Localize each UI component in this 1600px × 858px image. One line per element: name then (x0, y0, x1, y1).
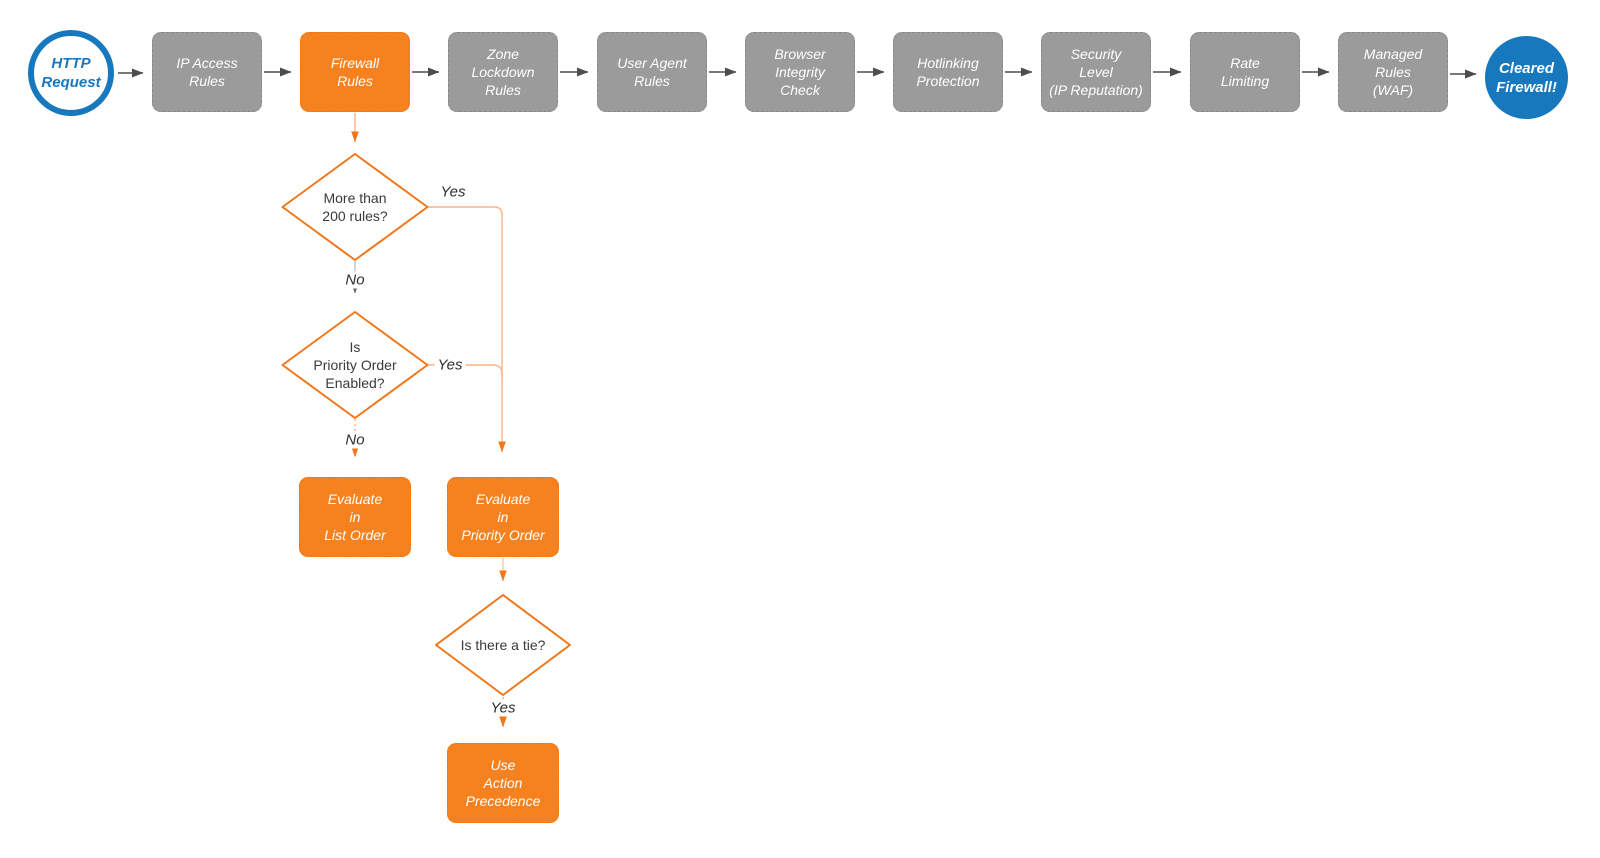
edge-label-decision2-no: No (342, 431, 368, 449)
node-cleared-firewall: Cleared Firewall! (1485, 36, 1568, 119)
node-label-cleared-firewall: Cleared Firewall! (1496, 59, 1557, 96)
edge-label-decision1-no: No (342, 271, 368, 289)
node-evaluate-list-order: Evaluate in List Order (299, 477, 411, 557)
node-firewall-rules: Firewall Rules (300, 32, 410, 112)
node-label-browser-integrity-check: Browser Integrity Check (774, 46, 826, 98)
decision-label-more-than-200-rules: More than 200 rules? (322, 190, 388, 224)
node-label-ip-access-rules: IP Access Rules (176, 55, 238, 89)
node-http-request: HTTP Request (28, 30, 114, 116)
node-label-managed-rules-waf: Managed Rules (WAF) (1363, 46, 1423, 98)
node-label-security-level-ip-reputation: Security Level (IP Reputation) (1049, 46, 1143, 98)
decision-diamond-priority-order-enabled (281, 311, 429, 419)
node-evaluate-priority-order: Evaluate in Priority Order (447, 477, 559, 557)
node-hotlinking-protection: Hotlinking Protection (893, 32, 1003, 112)
connector-decision2-yes (428, 364, 503, 377)
decision-label-priority-order-enabled: Is Priority Order Enabled? (313, 339, 397, 391)
node-label-hotlinking-protection: Hotlinking Protection (916, 55, 980, 89)
node-browser-integrity-check: Browser Integrity Check (745, 32, 855, 112)
edge-label-decision1-yes: Yes (437, 183, 469, 201)
node-zone-lockdown-rules: Zone Lockdown Rules (448, 32, 558, 112)
node-use-action-precedence: Use Action Precedence (447, 743, 559, 823)
decision-diamond-more-than-200-rules (281, 153, 429, 261)
node-label-rate-limiting: Rate Limiting (1220, 55, 1270, 89)
decision-diamond-is-there-a-tie (435, 594, 571, 696)
node-label-firewall-rules: Firewall Rules (330, 55, 380, 89)
node-label-evaluate-priority-order: Evaluate in Priority Order (461, 491, 545, 543)
node-ip-access-rules: IP Access Rules (152, 32, 262, 112)
node-label-http-request: HTTP Request (41, 55, 101, 91)
connector-decision1-yes (428, 206, 506, 453)
edge-label-decision3-yes: Yes (487, 699, 519, 717)
node-rate-limiting: Rate Limiting (1190, 32, 1300, 112)
node-user-agent-rules: User Agent Rules (597, 32, 707, 112)
node-label-use-action-precedence: Use Action Precedence (465, 757, 541, 809)
node-label-evaluate-list-order: Evaluate in List Order (324, 491, 386, 543)
node-label-zone-lockdown-rules: Zone Lockdown Rules (471, 46, 535, 98)
node-managed-rules-waf: Managed Rules (WAF) (1338, 32, 1448, 112)
node-label-user-agent-rules: User Agent Rules (617, 55, 687, 89)
decision-label-is-there-a-tie: Is there a tie? (460, 637, 546, 653)
node-security-level-ip-reputation: Security Level (IP Reputation) (1041, 32, 1151, 112)
edge-label-decision2-yes: Yes (434, 356, 466, 374)
